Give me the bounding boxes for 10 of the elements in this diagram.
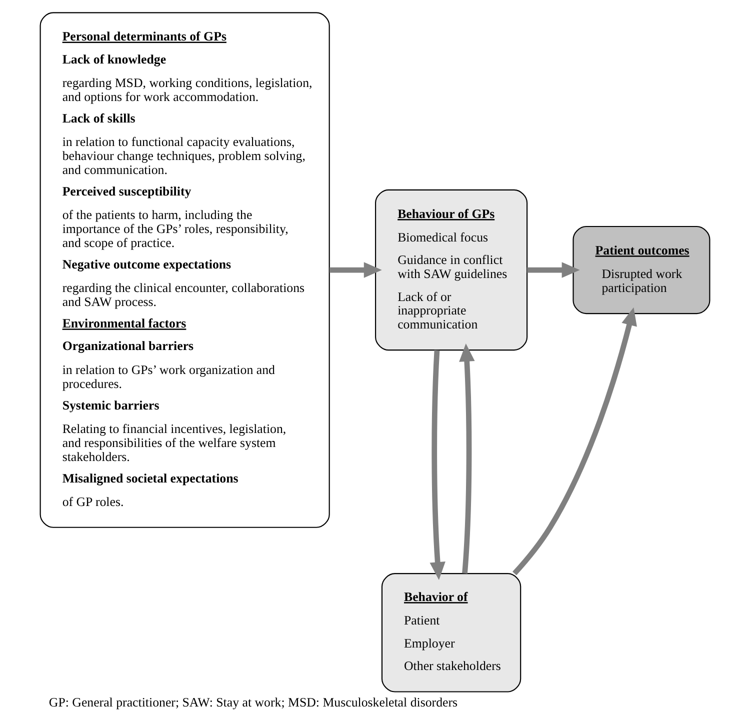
node-box: Behaviour of GPs Biomedical focus Guidance in conflict with SAW guidelines Lack of or inappropriate communication [375,189,528,351]
arrow [330,262,382,278]
arrow [512,307,637,576]
node-box: Personal determinants of GPs Lack of knowledge regarding MSD, working conditions, legislation, and options for work accommodation. Lack of skills in relation to functional capacity evaluations, behaviour change techniques, problem solving, and communication. Perceived susceptibility of the patients to harm, including the importance of the GPs’ roles, responsibility, and scope of practice. Negative outcome expectations regarding the clinical encounter, collaborations and SAW process. Environmental factors Organizational barriers in relation to GPs’ work organization and procedures. Systemic barriers Relating to financial incentives, legislation, and responsibilities of the welfare system stakeholders. Misaligned societal expectations of GP roles. [40,12,330,528]
arrow [430,350,446,580]
caption: GP: General practitioner; SAW: Stay at work; MSD: Musculoskeletal disorders [48,695,458,710]
arrow [527,262,580,278]
node-box: Behavior of Patient Employer Other stakeholders [381,573,522,692]
node-box: Patient outcomes Disrupted work participation [572,226,710,314]
arrow [459,344,475,574]
